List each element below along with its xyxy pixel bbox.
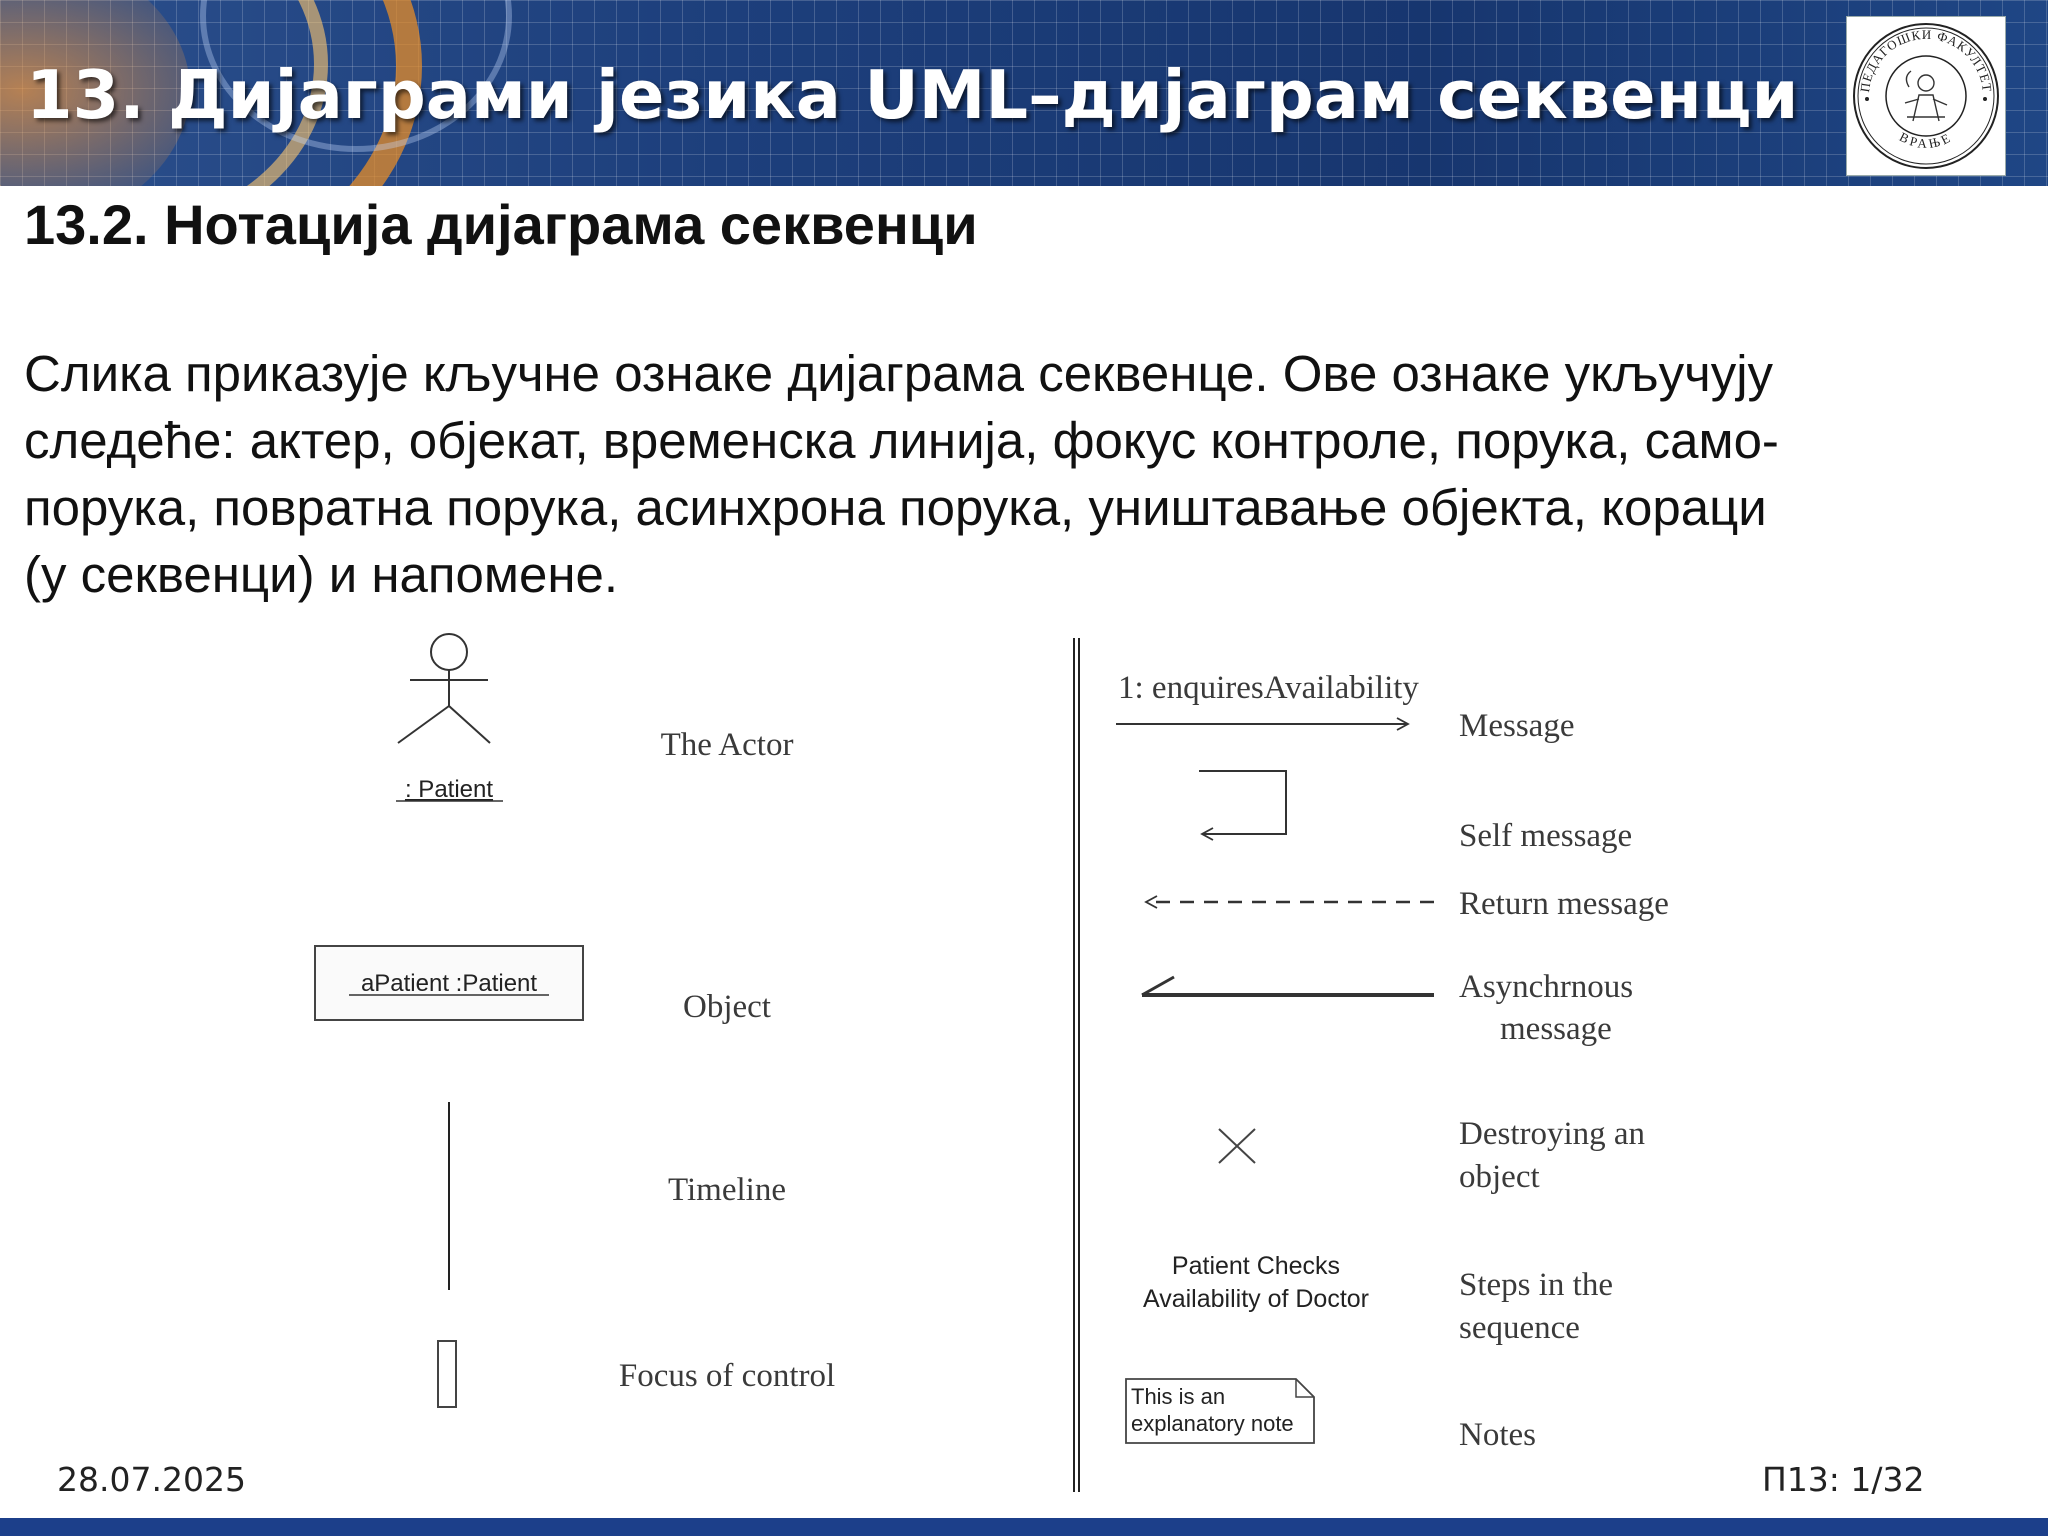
actor-label: The Actor	[661, 727, 794, 763]
return-message-label: Return message	[1459, 886, 1669, 922]
async-message-half-arrowhead	[1141, 975, 1175, 997]
footer-date: 28.07.2025	[57, 1460, 246, 1499]
footer-page-number: П13: 1/32	[1762, 1460, 1925, 1499]
notes-label: Notes	[1459, 1417, 1536, 1453]
description-paragraph: Слика приказује кључне ознаке дијаграма …	[24, 340, 2014, 608]
self-message-arrow	[1199, 770, 1287, 841]
object-name: aPatient :Patient	[361, 970, 537, 997]
step-text-line1: Patient Checks	[1172, 1252, 1340, 1280]
destroy-object-x-icon	[1218, 1128, 1256, 1164]
async-label-line1: Asynchrnous	[1459, 969, 1633, 1005]
note-folded-corner	[1295, 1379, 1314, 1398]
note-shape	[1125, 1378, 1315, 1444]
note-text-line1: This is an	[1131, 1384, 1225, 1409]
message-text: 1: enquiresAvailability	[1118, 670, 1419, 706]
async-label-line2: message	[1500, 1011, 1612, 1047]
note-text-line2: explanatory note	[1131, 1411, 1294, 1436]
steps-label-line1: Steps in the	[1459, 1267, 1613, 1303]
self-message-label: Self message	[1459, 818, 1632, 854]
section-subtitle: 13.2. Нотација дијаграма секвенци	[24, 193, 978, 256]
object-label: Object	[683, 989, 771, 1025]
steps-label-line2: sequence	[1459, 1310, 1580, 1346]
destroy-label-line2: object	[1459, 1159, 1540, 1195]
logo-bottom-text: ВРАЊЕ	[1897, 129, 1952, 151]
slide-title: 13. Дијаграми језика UML–дијаграм секвен…	[26, 56, 1799, 134]
actor-name: : Patient	[405, 776, 493, 803]
destroy-label-line1: Destroying an	[1459, 1116, 1645, 1152]
object-box	[314, 945, 584, 1021]
footer-bar	[0, 1518, 2048, 1536]
header-banner: 13. Дијаграми језика UML–дијаграм секвен…	[0, 0, 2048, 186]
focus-label: Focus of control	[619, 1358, 835, 1394]
faculty-logo: ПЕДАГОШКИ ФАКУЛТЕТ ВРАЊЕ	[1846, 16, 2006, 176]
paragraph-line: следеће: актер, објекат, временска линиј…	[24, 412, 1779, 469]
message-label: Message	[1459, 708, 1574, 744]
svg-text:ВРАЊЕ: ВРАЊЕ	[1897, 129, 1955, 151]
step-text-line2: Availability of Doctor	[1143, 1285, 1369, 1313]
actor-figure	[397, 633, 491, 744]
focus-of-control-bar	[437, 1340, 457, 1408]
paragraph-line: Слика приказује кључне ознаке дијаграма …	[24, 345, 1774, 402]
paragraph-line: (у секвенци) и напомене.	[24, 546, 619, 603]
paragraph-line: порука, повратна порука, асинхрона порук…	[24, 479, 1767, 536]
timeline-label: Timeline	[668, 1172, 786, 1208]
